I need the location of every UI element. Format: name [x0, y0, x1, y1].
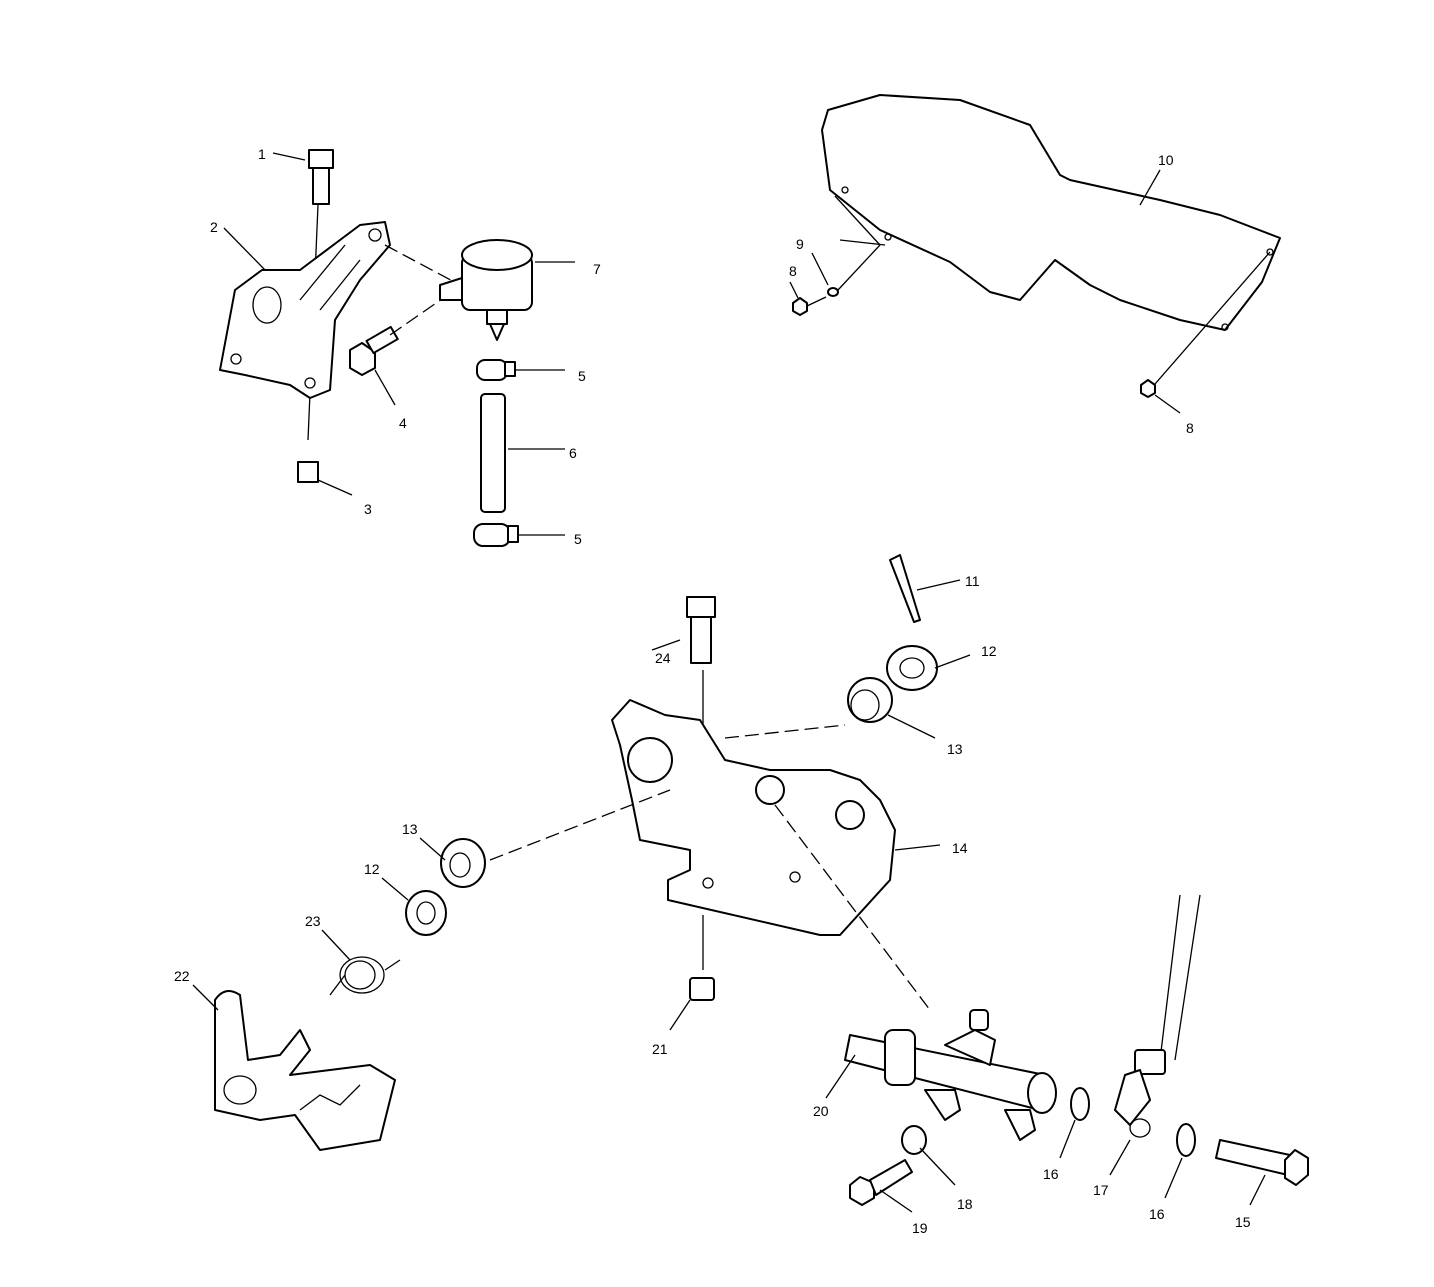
- callout-11: 11: [965, 573, 980, 589]
- callout-15: 15: [1235, 1214, 1251, 1230]
- part-rod-end-17: [1114, 894, 1201, 1138]
- callout-12-lower: 12: [364, 861, 380, 877]
- part-master-cylinder-20: [844, 1009, 1057, 1141]
- callout-13-lower: 13: [402, 821, 418, 837]
- part-pedal-22: [214, 990, 396, 1151]
- leader-lines: [192, 152, 1266, 1213]
- part-bolt-19: [849, 1159, 913, 1206]
- callout-22: 22: [174, 968, 190, 984]
- callout-12-upper: 12: [981, 643, 997, 659]
- callout-1: 1: [258, 146, 266, 162]
- part-screw-8-right: [1140, 251, 1271, 398]
- part-bolt-1: [308, 149, 334, 205]
- callout-21: 21: [652, 1041, 668, 1057]
- callout-5-upper: 5: [578, 368, 586, 384]
- part-hose-6: [480, 393, 506, 513]
- callout-18: 18: [957, 1196, 973, 1212]
- callout-8-right: 8: [1186, 420, 1194, 436]
- callout-2: 2: [210, 219, 218, 235]
- part-cover-10: [821, 94, 1281, 331]
- part-bracket-14: [611, 699, 896, 936]
- callout-16-right: 16: [1149, 1206, 1165, 1222]
- part-bolt-4: [349, 325, 399, 376]
- part-washer-16-right: [1176, 1123, 1196, 1157]
- part-bolt-15: [1215, 1139, 1309, 1186]
- part-nut-21: [689, 977, 715, 1001]
- callout-17: 17: [1093, 1182, 1109, 1198]
- callout-4: 4: [399, 415, 407, 431]
- callout-20: 20: [813, 1103, 829, 1119]
- callout-9: 9: [796, 236, 804, 252]
- callout-14: 14: [952, 840, 968, 856]
- part-washer-18: [901, 1125, 927, 1155]
- callout-13-upper: 13: [947, 741, 963, 757]
- part-clamp-5-upper: [476, 359, 516, 381]
- callout-labels: 1 2 7 5 4 6 3 5 10 9 8 8 11 24 12 13 14 …: [174, 146, 1251, 1236]
- part-cotter-pin-11: [889, 554, 921, 623]
- part-reservoir-7: [439, 239, 533, 341]
- part-nut-3: [297, 461, 319, 483]
- part-washer-9: [827, 287, 839, 297]
- callout-24: 24: [655, 650, 671, 666]
- part-spring-23: [329, 956, 401, 996]
- part-bolt-24: [686, 596, 716, 664]
- callout-6: 6: [569, 445, 577, 461]
- callout-7: 7: [593, 261, 601, 277]
- part-clamp-5-lower: [473, 523, 519, 547]
- callout-10: 10: [1158, 152, 1174, 168]
- part-screw-8-left: [792, 296, 827, 316]
- part-bracket-2: [219, 221, 391, 399]
- callout-3: 3: [364, 501, 372, 517]
- part-washer-16-left: [1070, 1087, 1090, 1121]
- part-washer-12-upper: [886, 645, 938, 691]
- part-bushing-13-lower: [440, 838, 486, 888]
- callout-5-lower: 5: [574, 531, 582, 547]
- part-washer-12-lower: [405, 890, 447, 936]
- callout-16-left: 16: [1043, 1166, 1059, 1182]
- part-bushing-13-upper: [847, 677, 893, 723]
- callout-8-left: 8: [789, 263, 797, 279]
- callout-19: 19: [912, 1220, 928, 1236]
- callout-23: 23: [305, 913, 321, 929]
